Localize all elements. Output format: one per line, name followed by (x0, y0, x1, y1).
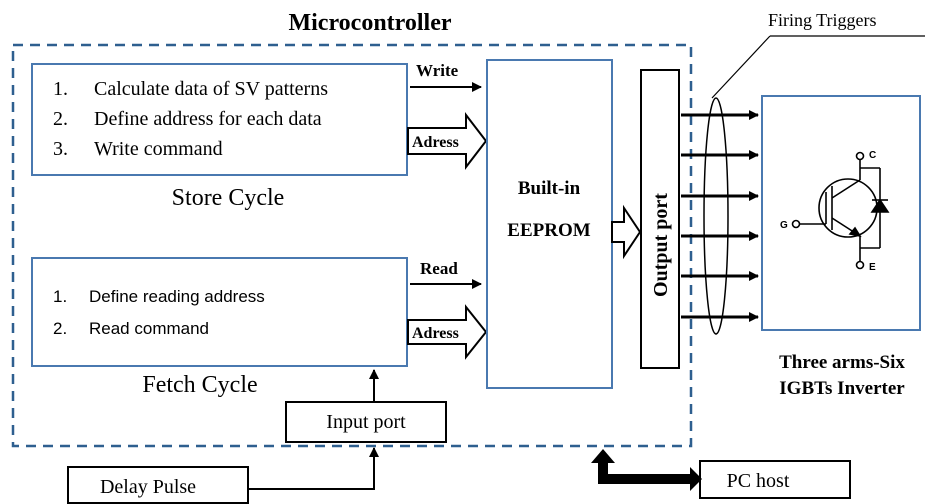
store-cycle-caption: Store Cycle (172, 185, 285, 211)
pc-host-link-arrow (591, 449, 702, 491)
store-item-2-num: 2. (53, 108, 68, 130)
store-item-1-num: 1. (53, 78, 68, 100)
pc-host-label: PC host (727, 470, 790, 492)
fetch-item-2-num: 2. (53, 319, 67, 338)
adress-top-label: Adress (412, 134, 459, 151)
store-item-3-num: 3. (53, 138, 68, 160)
terminal-c-label: C (869, 150, 876, 161)
output-port-label: Output port (650, 193, 672, 297)
write-label: Write (416, 61, 459, 80)
firing-triggers-ellipse (703, 97, 729, 335)
fetch-item-1-text: Define reading address (89, 287, 265, 306)
eeprom-line1: Built-in (518, 178, 581, 199)
fetch-item-2-text: Read command (89, 319, 209, 338)
eeprom-box (486, 59, 613, 389)
store-item-3-text: Write command (94, 138, 223, 160)
terminal-e-label: E (869, 262, 876, 273)
output-port-box (640, 69, 680, 369)
eeprom-to-output-arrow (611, 204, 642, 260)
inverter-label-line2: IGBTs Inverter (779, 378, 905, 399)
read-label: Read (420, 259, 458, 278)
adress-bottom-label: Adress (412, 325, 459, 342)
input-port-label: Input port (326, 411, 406, 433)
store-item-1-text: Calculate data of SV patterns (94, 78, 328, 100)
adress-bottom-arrow (407, 304, 488, 360)
input-port-box (285, 401, 447, 443)
delay-pulse-label: Delay Pulse (100, 476, 196, 498)
delay-to-input-connector (248, 447, 379, 490)
inverter-label-line1: Three arms-Six (779, 352, 905, 373)
igbt-symbol-icon (791, 151, 890, 270)
microcontroller-title: Microcontroller (288, 10, 451, 36)
firing-trigger-arrows (681, 110, 759, 322)
adress-top-arrow (407, 112, 488, 170)
microcontroller-boundary (11, 43, 693, 448)
delay-pulse-box (67, 466, 249, 504)
fetch-cycle-caption: Fetch Cycle (142, 372, 257, 398)
pc-host-box (699, 460, 851, 499)
fetch-item-1-num: 1. (53, 287, 67, 306)
firing-triggers-callout-line (711, 35, 771, 99)
inverter-box (761, 95, 921, 331)
eeprom-line2: EEPROM (507, 220, 590, 241)
firing-triggers-label: Firing Triggers (768, 10, 877, 30)
fetch-cycle-box (31, 257, 408, 367)
store-item-2-text: Define address for each data (94, 108, 322, 130)
store-cycle-box (31, 63, 408, 176)
terminal-g-label: G (780, 220, 788, 231)
